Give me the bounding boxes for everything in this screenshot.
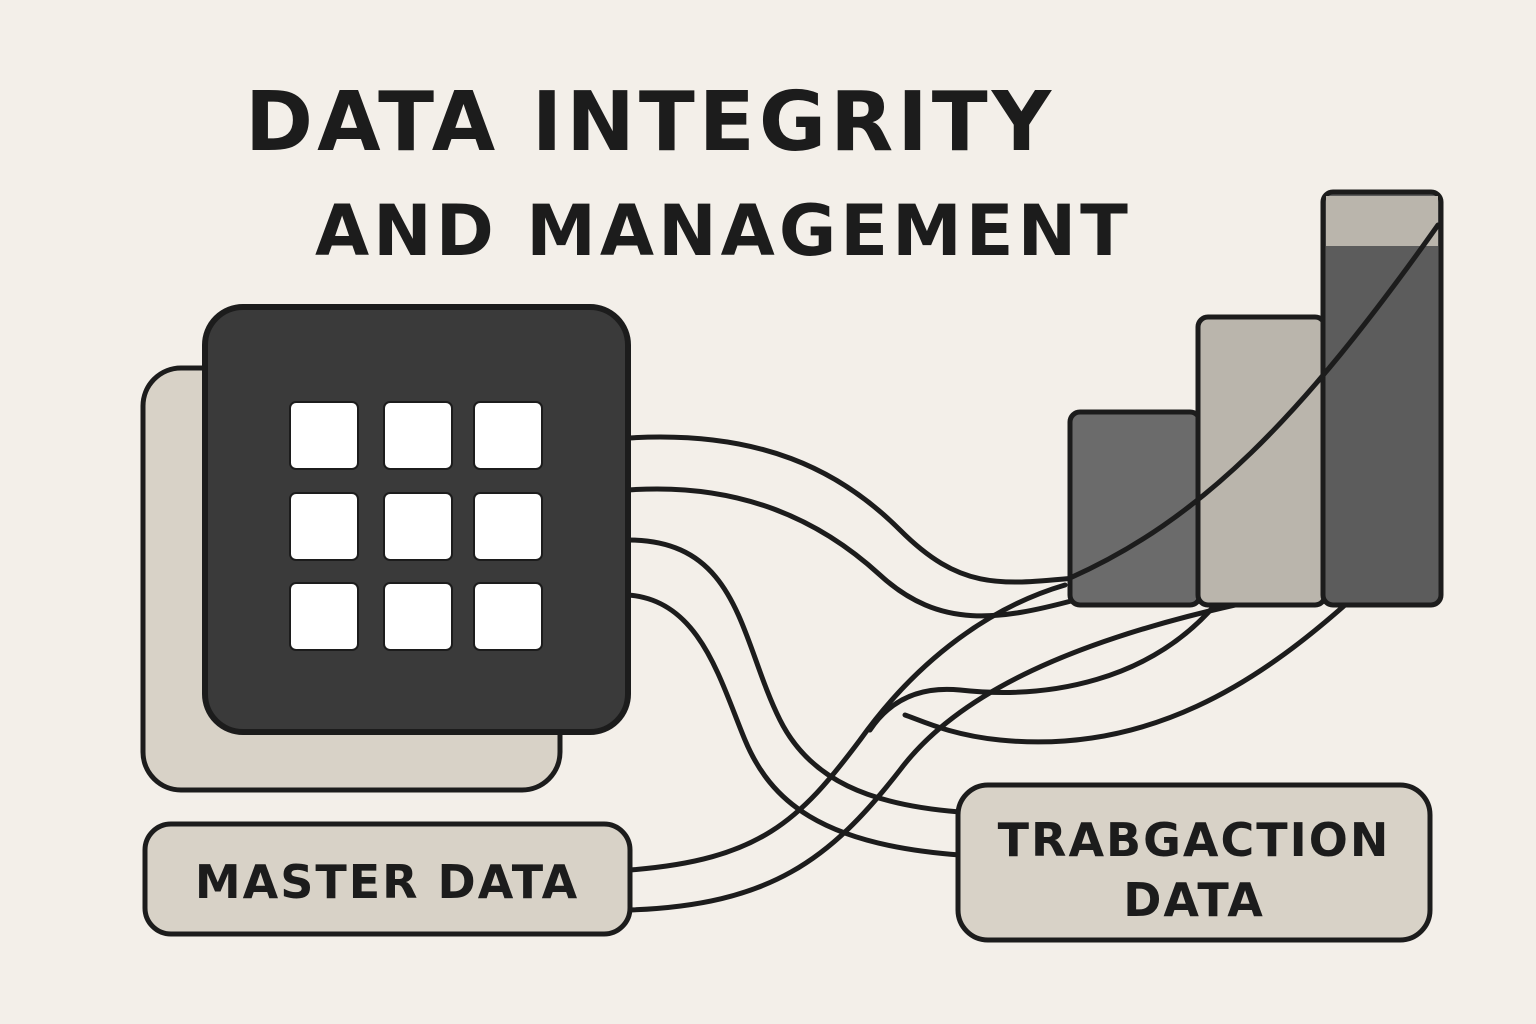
grid-cell <box>383 492 453 561</box>
title-line-1: DATA INTEGRITY <box>245 75 1055 170</box>
grid-cell <box>383 582 453 651</box>
transaction-data-label-box: TRABGACTION DATA <box>955 782 1433 943</box>
title-line-2: AND MANAGEMENT <box>315 190 1132 272</box>
master-data-box <box>142 821 633 937</box>
database-grid-cells <box>289 401 543 651</box>
master-data-label-box: MASTER DATA <box>142 821 633 937</box>
transaction-data-box <box>955 782 1433 943</box>
grid-cell <box>289 401 359 470</box>
master-data-label: MASTER DATA <box>195 855 579 909</box>
grid-cell <box>473 401 543 470</box>
chart-trend-line <box>1067 222 1441 581</box>
chart-bar-2 <box>1195 314 1328 608</box>
grid-cell <box>473 582 543 651</box>
grid-cell <box>473 492 543 561</box>
flow-band-database-to-chart-1 <box>625 434 1078 619</box>
grid-cell <box>289 582 359 651</box>
flow-band-chart-to-transaction <box>867 602 1348 745</box>
grid-cell <box>383 401 453 470</box>
bar-chart-icon <box>1067 189 1444 608</box>
flow-band-master-to-chart <box>627 582 1238 913</box>
chart-bar-1 <box>1067 409 1203 608</box>
grid-database-icon <box>140 304 631 793</box>
chart-bar-3-highlight <box>1326 196 1438 246</box>
transaction-data-label-line-1: TRABGACTION <box>998 813 1391 867</box>
chart-bar-3 <box>1320 189 1444 608</box>
transaction-data-label-line-2: DATA <box>1123 873 1265 927</box>
data-flow-connectors <box>625 434 1348 913</box>
grid-cell <box>289 492 359 561</box>
